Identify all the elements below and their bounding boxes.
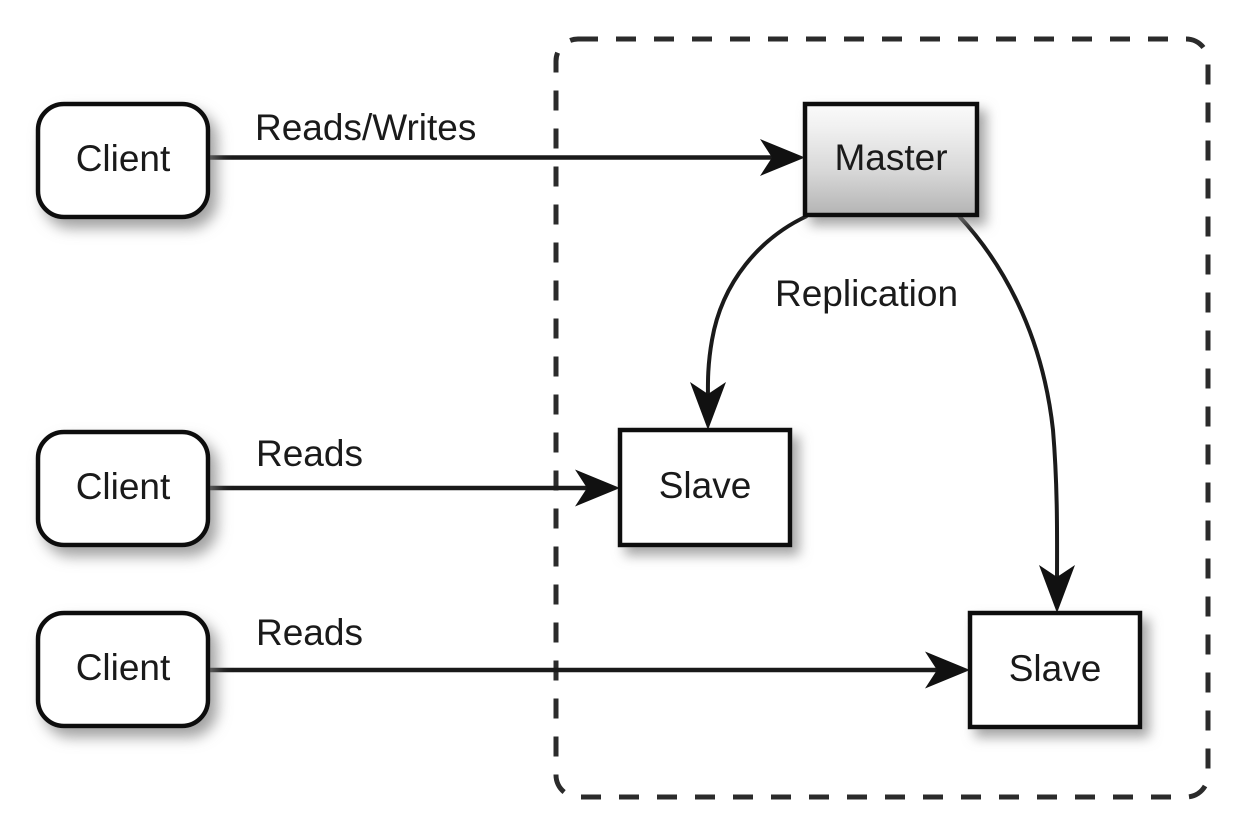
edge-client2-slave1	[208, 469, 620, 507]
node-slave-2[interactable]	[967, 610, 1143, 730]
node-client-3[interactable]	[35, 610, 211, 729]
cluster-boundary	[553, 36, 1211, 800]
edge-label-reads-writes: Reads/Writes	[255, 107, 476, 148]
node-client-1[interactable]	[35, 101, 211, 220]
node-client-2-label: Client	[76, 466, 171, 507]
node-client-3-label: Client	[76, 647, 171, 688]
node-slave-2-label: Slave	[1009, 648, 1102, 689]
node-slave-1-label: Slave	[659, 465, 752, 506]
node-master[interactable]	[802, 101, 980, 218]
edge-label-reads-bottom: Reads	[256, 612, 363, 653]
edge-master-slave1	[690, 214, 808, 430]
edge-client3-slave2	[207, 651, 970, 689]
node-client-2[interactable]	[35, 429, 211, 548]
edge-label-reads-middle: Reads	[256, 433, 363, 474]
node-client-1-label: Client	[76, 138, 171, 179]
edge-label-replication: Replication	[775, 273, 958, 314]
node-master-label: Master	[834, 137, 947, 178]
node-slave-1[interactable]	[617, 427, 793, 548]
edge-client1-master	[208, 139, 805, 176]
edge-master-slave2	[957, 214, 1075, 613]
